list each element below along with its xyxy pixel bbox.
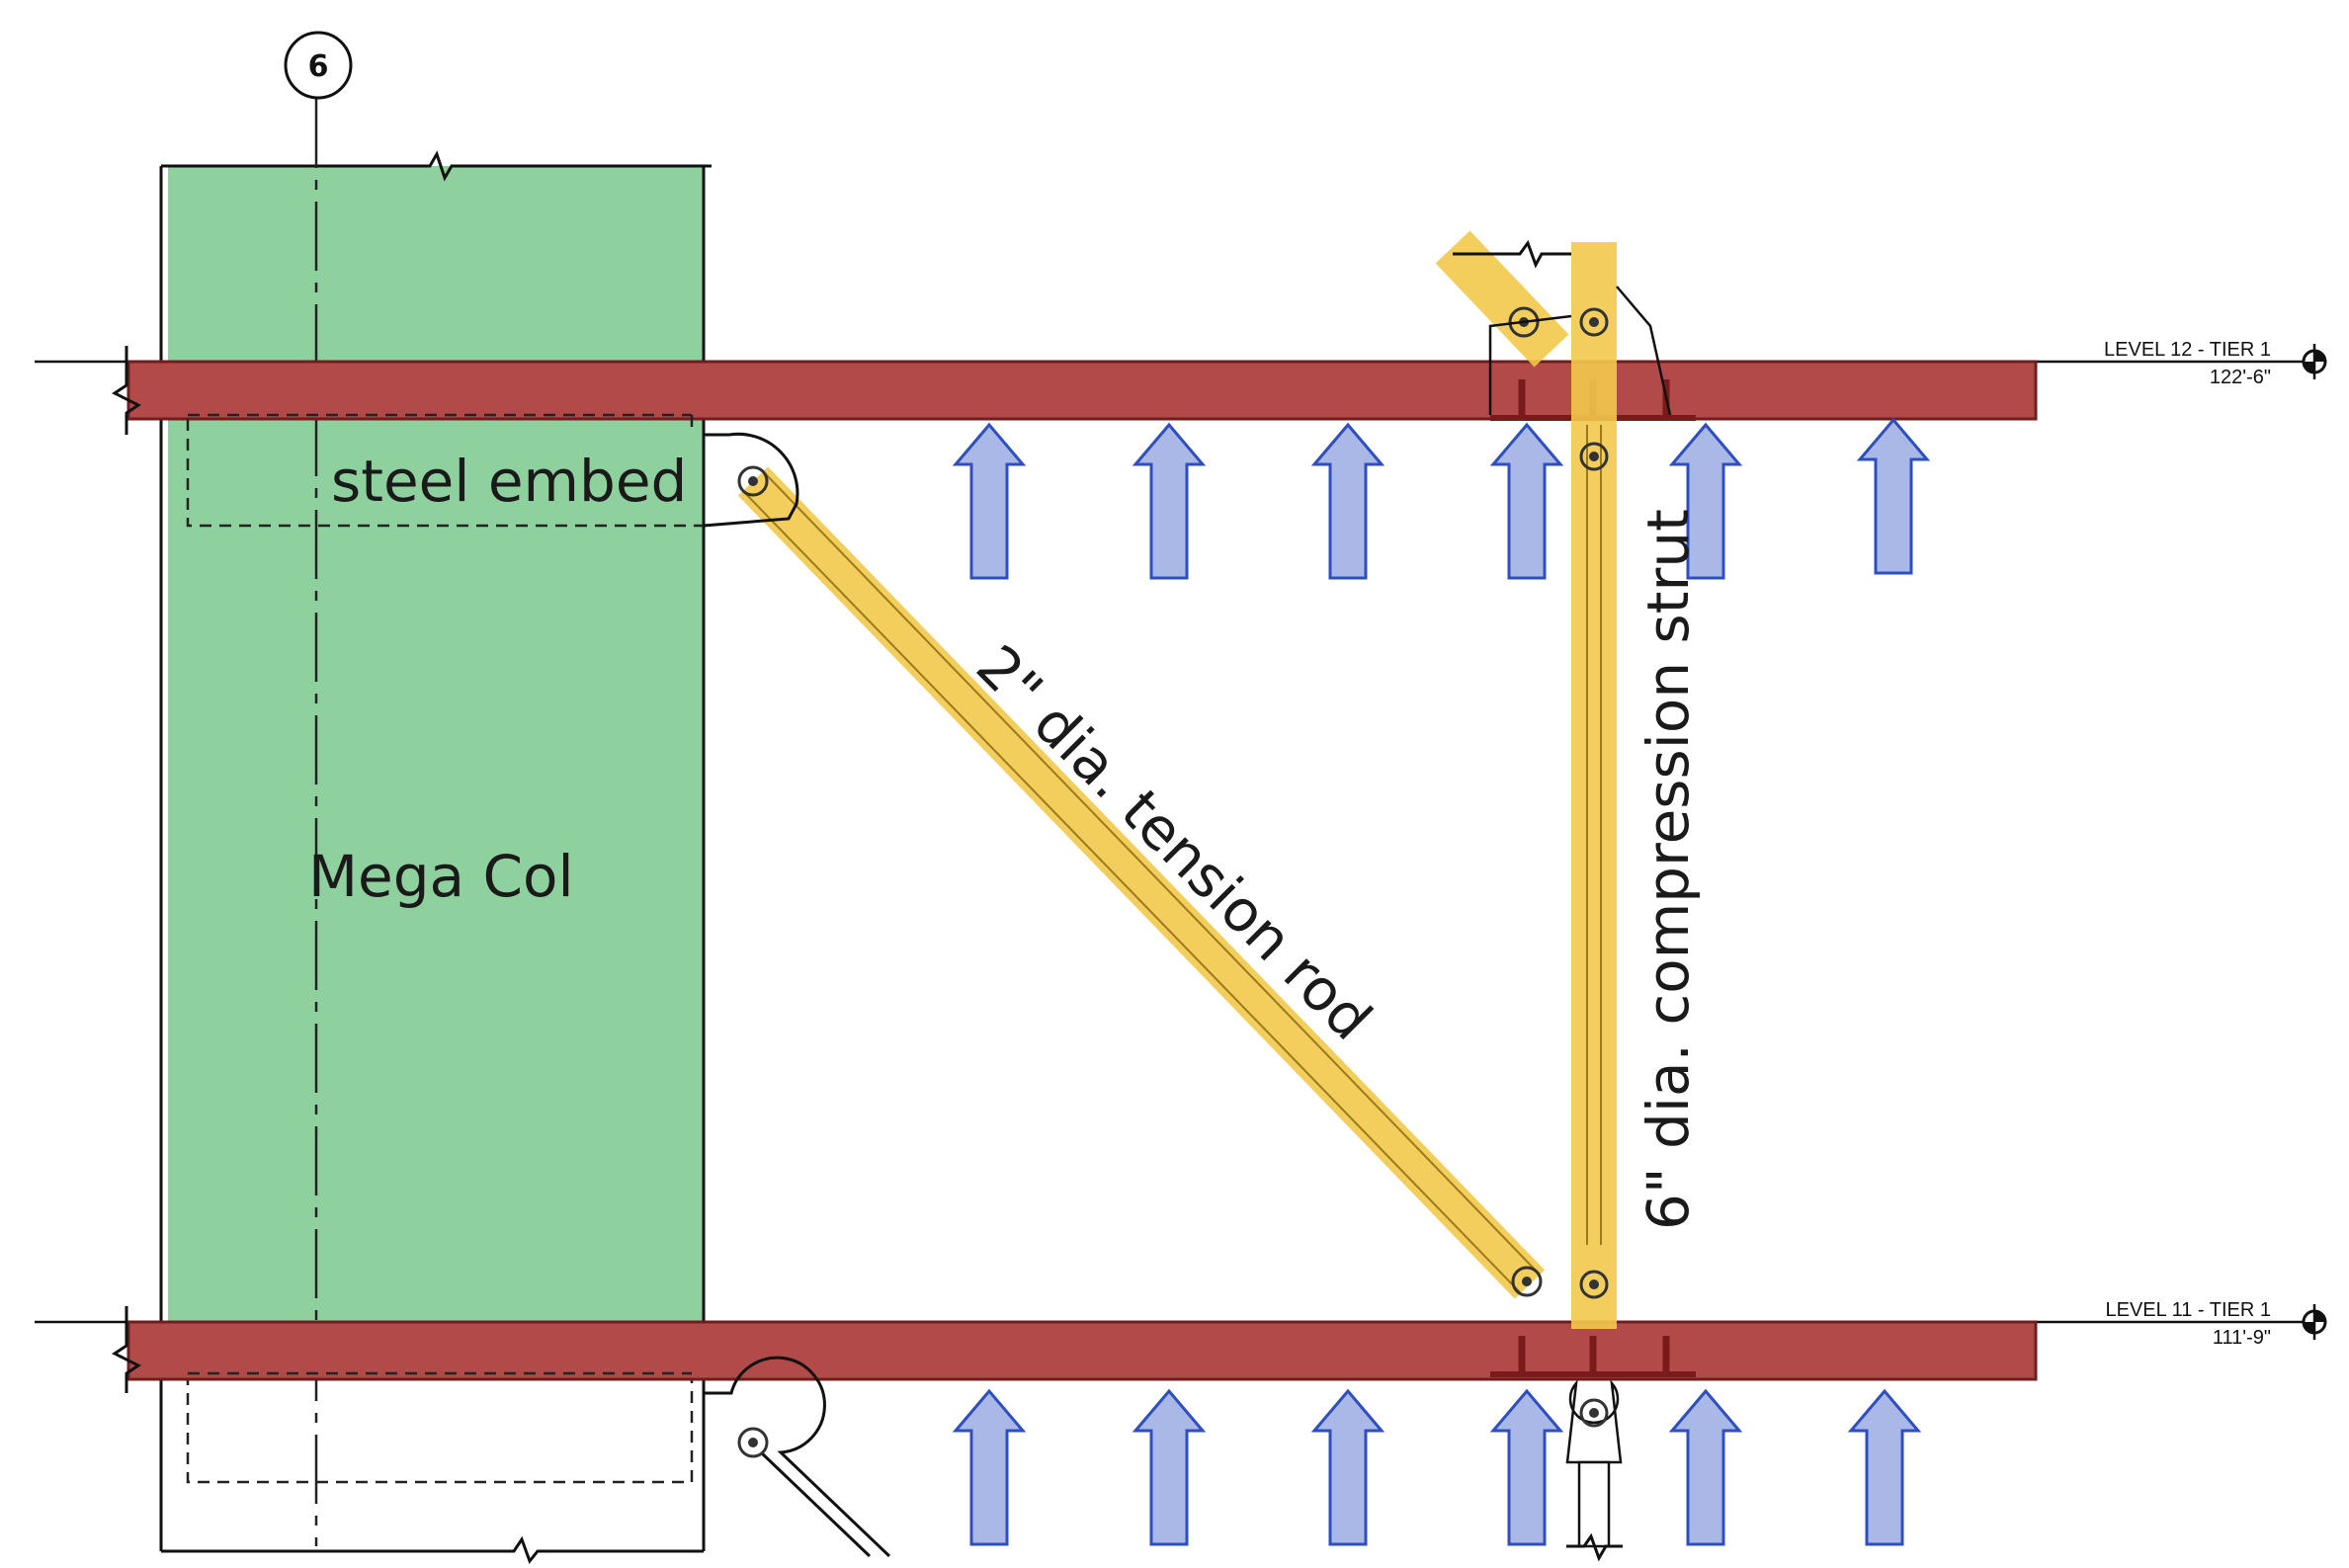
up-arrow-icon xyxy=(1668,1388,1743,1546)
break-line-icon xyxy=(1566,1532,1623,1562)
compression-strut-label: 6" dia. compression strut xyxy=(1635,509,1702,1230)
break-line-icon xyxy=(112,346,141,435)
break-line-icon xyxy=(112,1306,141,1393)
up-arrow-icon xyxy=(1132,1388,1207,1546)
break-line-icon xyxy=(161,150,712,182)
tension-rod xyxy=(703,432,1546,1299)
pin-connection-icon xyxy=(1511,1266,1543,1297)
lower-column-outline xyxy=(159,1373,706,1565)
slab-level-12 xyxy=(35,346,2317,528)
level-marker-11: LEVEL 11 - TIER 1 111'-9" xyxy=(2106,1299,2327,1349)
pin-connection-icon xyxy=(1579,1398,1609,1428)
compression-strut xyxy=(1488,242,1672,1562)
grid-bubble xyxy=(284,31,353,100)
steel-embed-label: steel embed xyxy=(331,448,687,515)
pin-connection-icon xyxy=(737,1427,769,1458)
level-elevation: 111'-9" xyxy=(2213,1327,2271,1349)
up-arrow-icon xyxy=(1847,1388,1922,1546)
level-name: LEVEL 11 - TIER 1 xyxy=(2106,1299,2272,1321)
level-name: LEVEL 12 - TIER 1 xyxy=(2104,339,2271,361)
tension-rod-label: 2" dia. tension rod xyxy=(964,632,1384,1053)
up-arrow-icon xyxy=(1856,417,1931,575)
up-arrow-icon xyxy=(1310,1388,1385,1546)
slab-level-11 xyxy=(35,1306,2317,1393)
lower-arrow-row xyxy=(952,1388,1922,1546)
pin-connection-icon xyxy=(737,465,769,497)
up-arrow-icon xyxy=(1489,1388,1564,1546)
upper-arrow-row xyxy=(952,417,1931,580)
level-target-icon xyxy=(2302,1304,2327,1340)
break-line-icon xyxy=(161,1535,704,1565)
pin-connection-icon xyxy=(1579,1270,1609,1299)
up-arrow-icon xyxy=(1310,422,1385,580)
upper-tension-rod xyxy=(1435,230,1571,368)
up-arrow-icon xyxy=(952,422,1027,580)
up-arrow-icon xyxy=(1132,422,1207,580)
up-arrow-icon xyxy=(1668,422,1743,580)
mega-column xyxy=(159,150,712,1322)
break-line-icon xyxy=(1453,239,1571,269)
grid-line-6: 6 xyxy=(284,31,353,1546)
mega-col-label: Mega Col xyxy=(308,843,574,910)
up-arrow-icon xyxy=(1489,422,1564,580)
lower-tension-rod xyxy=(704,1356,891,1558)
level-target-icon xyxy=(2302,344,2327,379)
up-arrow-icon xyxy=(952,1388,1027,1546)
level-marker-12: LEVEL 12 - TIER 1 122'-6" xyxy=(2104,339,2327,388)
pin-connection-icon xyxy=(1579,307,1609,337)
pin-connection-icon xyxy=(1579,442,1609,471)
level-elevation: 122'-6" xyxy=(2210,367,2271,388)
grid-label: 6 xyxy=(308,49,329,84)
